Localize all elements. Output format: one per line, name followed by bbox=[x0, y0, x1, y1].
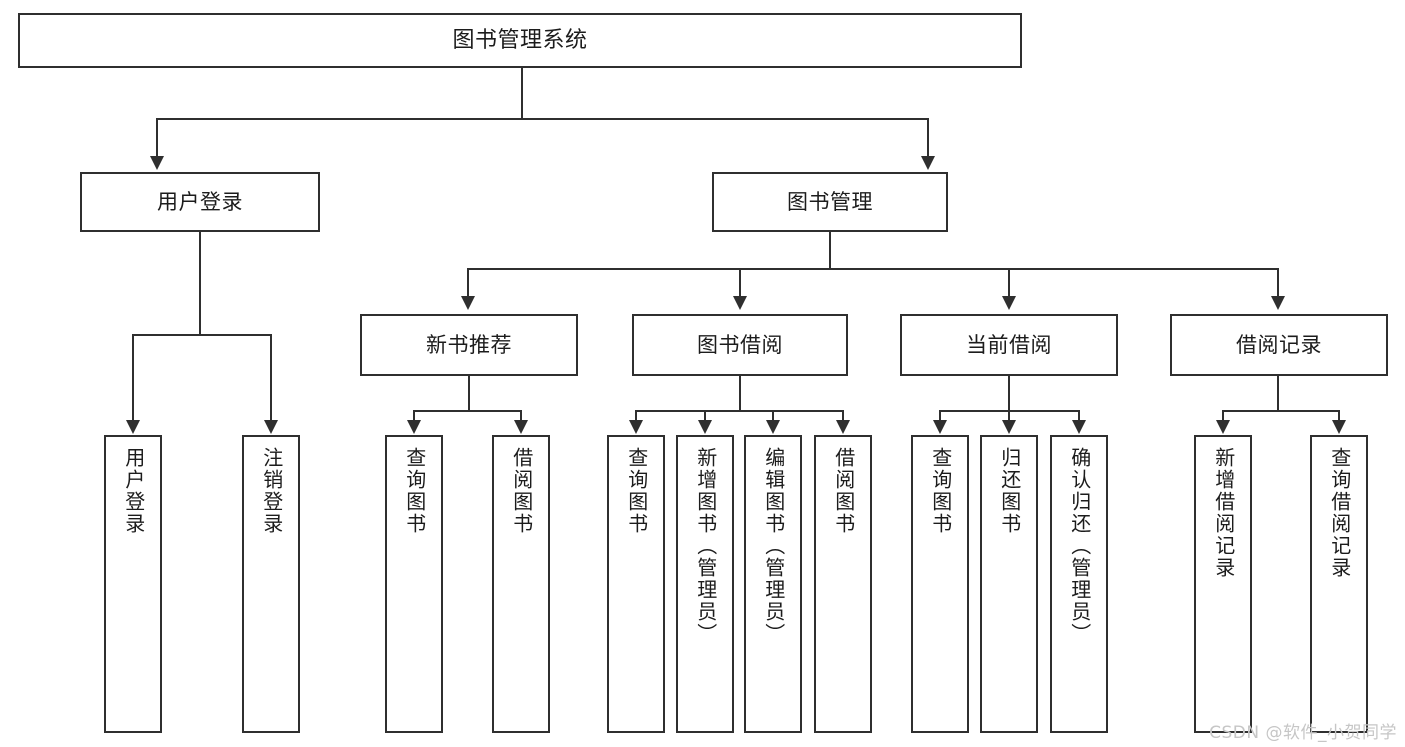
leaf-book-borrow-0[interactable]: 查询图书 bbox=[607, 435, 665, 733]
node-label: 用户登录 bbox=[157, 189, 243, 214]
leaf-current-borrow-0[interactable]: 查询图书 bbox=[911, 435, 969, 733]
leaf-label: 借阅图书 bbox=[831, 447, 856, 535]
leaf-label: 查询图书 bbox=[624, 447, 649, 535]
leaf-current-borrow-1[interactable]: 归还图书 bbox=[980, 435, 1038, 733]
connector-br-to-leaf-1 bbox=[1338, 410, 1340, 422]
leaf-user-login-0[interactable]: 用户登录 bbox=[104, 435, 162, 733]
arrowhead-cb-leaf-0 bbox=[933, 420, 947, 434]
leaf-label: 归还图书 bbox=[997, 447, 1022, 535]
connector-cb-to-leaf-0 bbox=[939, 410, 941, 422]
leaf-label: 编辑图书（管理员） bbox=[761, 447, 786, 645]
connector-bm-to-borrow-records bbox=[1277, 268, 1279, 296]
node-root-book-management-system[interactable]: 图书管理系统 bbox=[18, 13, 1022, 68]
connector-user-login-trunk bbox=[199, 232, 201, 335]
connector-root-to-user-login bbox=[156, 118, 158, 156]
connector-bb-to-leaf-3 bbox=[842, 410, 844, 422]
connector-root-trunk bbox=[521, 68, 523, 119]
arrowhead-user-login bbox=[150, 156, 164, 170]
connector-user-login-to-leaf-0 bbox=[132, 334, 134, 422]
arrowhead-nbr-leaf-0 bbox=[407, 420, 421, 434]
arrowhead-cb-leaf-2 bbox=[1072, 420, 1086, 434]
leaf-current-borrow-2[interactable]: 确认归还（管理员） bbox=[1050, 435, 1108, 733]
node-current-borrow[interactable]: 当前借阅 bbox=[900, 314, 1118, 376]
connector-nbr-to-leaf-0 bbox=[413, 410, 415, 422]
leaf-label: 确认归还（管理员） bbox=[1067, 447, 1092, 645]
node-label: 当前借阅 bbox=[966, 332, 1052, 357]
node-label: 新书推荐 bbox=[426, 332, 512, 357]
connector-user-login-to-leaf-1 bbox=[270, 334, 272, 422]
connector-br-trunk bbox=[1277, 376, 1279, 411]
leaf-book-borrow-3[interactable]: 借阅图书 bbox=[814, 435, 872, 733]
connector-bm-to-new-book bbox=[467, 268, 469, 296]
leaf-label: 用户登录 bbox=[121, 447, 146, 535]
connector-cb-to-leaf-2 bbox=[1078, 410, 1080, 422]
leaf-label: 查询图书 bbox=[928, 447, 953, 535]
connector-br-bar bbox=[1223, 410, 1340, 412]
leaf-borrow-records-1[interactable]: 查询借阅记录 bbox=[1310, 435, 1368, 733]
connector-cb-bar bbox=[940, 410, 1080, 412]
leaf-new-book-recommend-0[interactable]: 查询图书 bbox=[385, 435, 443, 733]
connector-bb-bar bbox=[636, 410, 844, 412]
node-borrow-records[interactable]: 借阅记录 bbox=[1170, 314, 1388, 376]
arrowhead-book-borrow bbox=[733, 296, 747, 310]
arrowhead-book-management bbox=[921, 156, 935, 170]
leaf-label: 查询借阅记录 bbox=[1327, 447, 1352, 579]
leaf-user-login-1[interactable]: 注销登录 bbox=[242, 435, 300, 733]
leaf-borrow-records-0[interactable]: 新增借阅记录 bbox=[1194, 435, 1252, 733]
connector-nbr-trunk bbox=[468, 376, 470, 411]
connector-nbr-bar bbox=[414, 410, 522, 412]
connector-bb-trunk bbox=[739, 376, 741, 411]
leaf-label: 查询图书 bbox=[402, 447, 427, 535]
leaf-label: 新增图书（管理员） bbox=[693, 447, 718, 645]
node-new-book-recommend[interactable]: 新书推荐 bbox=[360, 314, 578, 376]
arrowhead-new-book-recommend bbox=[461, 296, 475, 310]
arrowhead-br-leaf-0 bbox=[1216, 420, 1230, 434]
arrowhead-nbr-leaf-1 bbox=[514, 420, 528, 434]
leaf-label: 注销登录 bbox=[259, 447, 284, 535]
leaf-book-borrow-2[interactable]: 编辑图书（管理员） bbox=[744, 435, 802, 733]
connector-bm-to-current-borrow bbox=[1008, 268, 1010, 296]
connector-book-management-bar bbox=[468, 268, 1279, 270]
leaf-label: 新增借阅记录 bbox=[1211, 447, 1236, 579]
connector-nbr-to-leaf-1 bbox=[520, 410, 522, 422]
leaf-book-borrow-1[interactable]: 新增图书（管理员） bbox=[676, 435, 734, 733]
node-label: 图书管理 bbox=[787, 189, 873, 214]
arrowhead-br-leaf-1 bbox=[1332, 420, 1346, 434]
arrowhead-current-borrow bbox=[1002, 296, 1016, 310]
arrowhead-bb-leaf-2 bbox=[766, 420, 780, 434]
leaf-new-book-recommend-1[interactable]: 借阅图书 bbox=[492, 435, 550, 733]
arrowhead-bb-leaf-1 bbox=[698, 420, 712, 434]
node-label: 借阅记录 bbox=[1236, 332, 1322, 357]
connector-br-to-leaf-0 bbox=[1222, 410, 1224, 422]
node-label: 图书借阅 bbox=[697, 332, 783, 357]
connector-root-bar bbox=[157, 118, 928, 120]
connector-cb-trunk bbox=[1008, 376, 1010, 411]
connector-root-to-book-management bbox=[927, 118, 929, 156]
connector-bm-to-book-borrow bbox=[739, 268, 741, 296]
connector-bb-to-leaf-2 bbox=[772, 410, 774, 422]
arrowhead-bb-leaf-3 bbox=[836, 420, 850, 434]
connector-bb-to-leaf-0 bbox=[635, 410, 637, 422]
arrowhead-bb-leaf-0 bbox=[629, 420, 643, 434]
node-label: 图书管理系统 bbox=[452, 27, 588, 53]
leaf-label: 借阅图书 bbox=[509, 447, 534, 535]
node-user-login[interactable]: 用户登录 bbox=[80, 172, 320, 232]
connector-book-management-trunk bbox=[829, 232, 831, 269]
node-book-borrow[interactable]: 图书借阅 bbox=[632, 314, 848, 376]
node-book-management[interactable]: 图书管理 bbox=[712, 172, 948, 232]
arrowhead-user-login-leaf-1 bbox=[264, 420, 278, 434]
connector-cb-to-leaf-1 bbox=[1008, 410, 1010, 422]
arrowhead-user-login-leaf-0 bbox=[126, 420, 140, 434]
arrowhead-cb-leaf-1 bbox=[1002, 420, 1016, 434]
connector-user-login-bar bbox=[133, 334, 272, 336]
arrowhead-borrow-records bbox=[1271, 296, 1285, 310]
connector-bb-to-leaf-1 bbox=[704, 410, 706, 422]
